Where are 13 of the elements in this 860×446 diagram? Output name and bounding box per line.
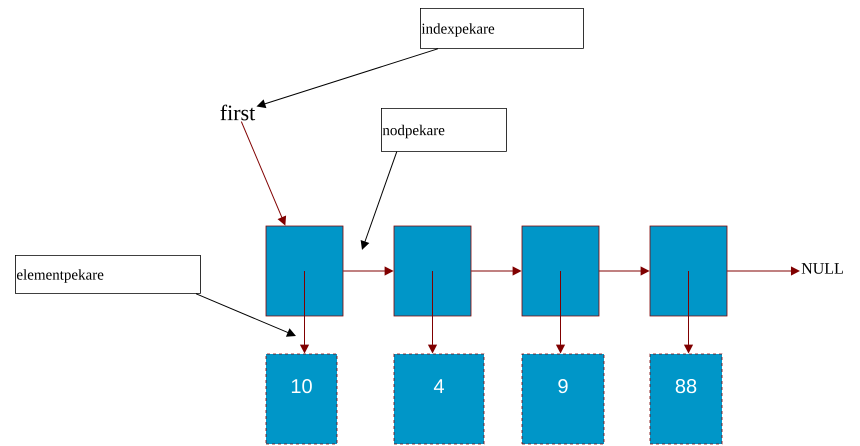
list-node-box	[522, 226, 600, 316]
element-box: 9	[522, 354, 604, 444]
callout-box: elementpekare	[15, 255, 201, 294]
list-node-box	[394, 226, 472, 316]
element-box: 4	[394, 354, 484, 444]
element-box: 88	[650, 354, 722, 444]
element-box: 10	[266, 354, 338, 444]
list-node-box	[266, 226, 344, 316]
callout-box: nodpekare	[381, 108, 507, 152]
pointer-label: first	[220, 104, 256, 120]
list-node-box	[650, 226, 728, 316]
null-label: NULL	[802, 263, 843, 274]
callout-box: indexpekare	[420, 8, 584, 49]
